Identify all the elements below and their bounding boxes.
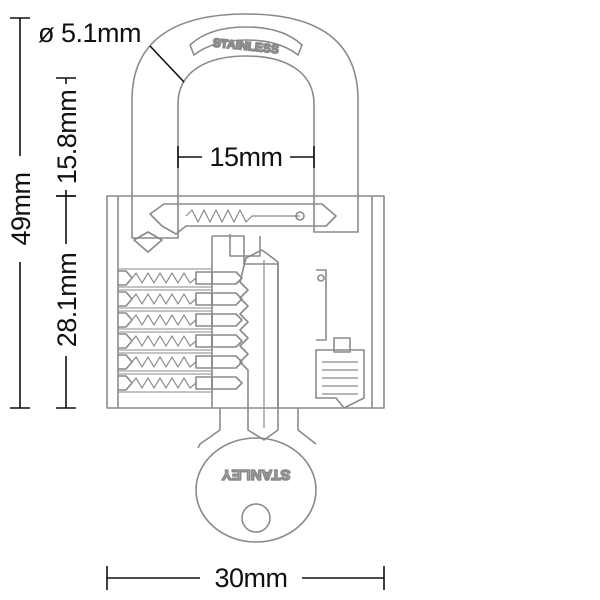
shackle-left-leg — [131, 196, 179, 239]
pin-cell — [117, 373, 213, 393]
driver-pin — [195, 334, 213, 348]
pin-cell — [117, 268, 213, 288]
body-width-label: 30mm — [214, 563, 287, 593]
pin-spring — [131, 356, 197, 368]
driver-pin — [195, 271, 213, 285]
pin-chamber — [118, 312, 133, 328]
shackle-stainless-marking: STAINLESS — [212, 36, 280, 57]
shackle-outer-outline — [131, 13, 359, 196]
right-pin-hole — [317, 274, 325, 282]
pin-tumbler-stacks — [117, 268, 243, 393]
pin-chamber — [118, 354, 133, 370]
key: STANLEY — [195, 249, 317, 543]
pin-stack — [117, 352, 243, 372]
pin-spring — [131, 314, 197, 326]
pin-spring — [131, 335, 197, 347]
pin-chamber — [118, 291, 133, 307]
shackle-right-leg — [313, 196, 359, 233]
driver-pin — [195, 292, 213, 306]
key-shoulder — [197, 408, 317, 449]
left-shackle-notch — [133, 231, 163, 253]
key-blade — [239, 249, 279, 441]
dimension-lines — [10, 17, 385, 590]
right-spring-chamber — [315, 349, 365, 409]
lock-body — [106, 195, 385, 409]
lock-body-outline — [106, 195, 385, 409]
key-bow — [195, 437, 317, 543]
shackle-diameter-label: ø 5.1mm — [38, 18, 141, 48]
right-chamber-spring — [322, 361, 358, 395]
right-retaining-pin — [316, 269, 327, 341]
pin-chamber — [118, 333, 133, 349]
key-pin — [211, 355, 243, 369]
locking-bolt — [149, 203, 337, 235]
key-pin — [211, 292, 243, 306]
shackle: STAINLESS — [131, 13, 359, 196]
bolt-pin-head — [295, 211, 305, 221]
shackle-inner-width-label: 15mm — [209, 142, 282, 172]
padlock-drawing: STAINLESS — [106, 13, 385, 543]
driver-pin — [195, 355, 213, 369]
key-ring-hole — [241, 503, 271, 533]
pin-cell — [117, 331, 213, 351]
pin-stack — [117, 373, 243, 393]
pin-stack — [117, 268, 243, 288]
shackle-inner-outline — [177, 55, 315, 196]
pin-stack — [117, 310, 243, 330]
pin-cell — [117, 352, 213, 372]
cylinder-top-cam — [229, 234, 261, 257]
key-pin — [211, 271, 243, 285]
pin-stack — [117, 289, 243, 309]
key-pin — [211, 334, 243, 348]
pin-spring — [131, 293, 197, 305]
shackle-clearance-label: 15.8mm — [52, 90, 82, 185]
key-pin — [211, 376, 243, 390]
pin-chamber — [118, 375, 133, 391]
pin-cell — [117, 289, 213, 309]
driver-pin — [195, 376, 213, 390]
body-height-label: 28.1mm — [52, 253, 82, 348]
key-pin — [211, 313, 243, 327]
shackle-stamp-band — [189, 26, 303, 56]
driver-pin — [195, 313, 213, 327]
pin-stack — [117, 331, 243, 351]
right-chamber-cap — [333, 337, 351, 353]
pin-chamber — [118, 270, 133, 286]
dimension-labels: ø 5.1mm 49mm 15.8mm 28.1mm 15mm 30mm — [6, 18, 288, 593]
pin-spring — [131, 377, 197, 389]
total-height-label: 49mm — [6, 172, 36, 245]
pin-spring — [131, 272, 197, 284]
pin-cell — [117, 310, 213, 330]
key-stanley-marking: STANLEY — [222, 466, 291, 483]
diameter-leader-line — [149, 45, 185, 83]
bolt-spring — [185, 209, 300, 223]
